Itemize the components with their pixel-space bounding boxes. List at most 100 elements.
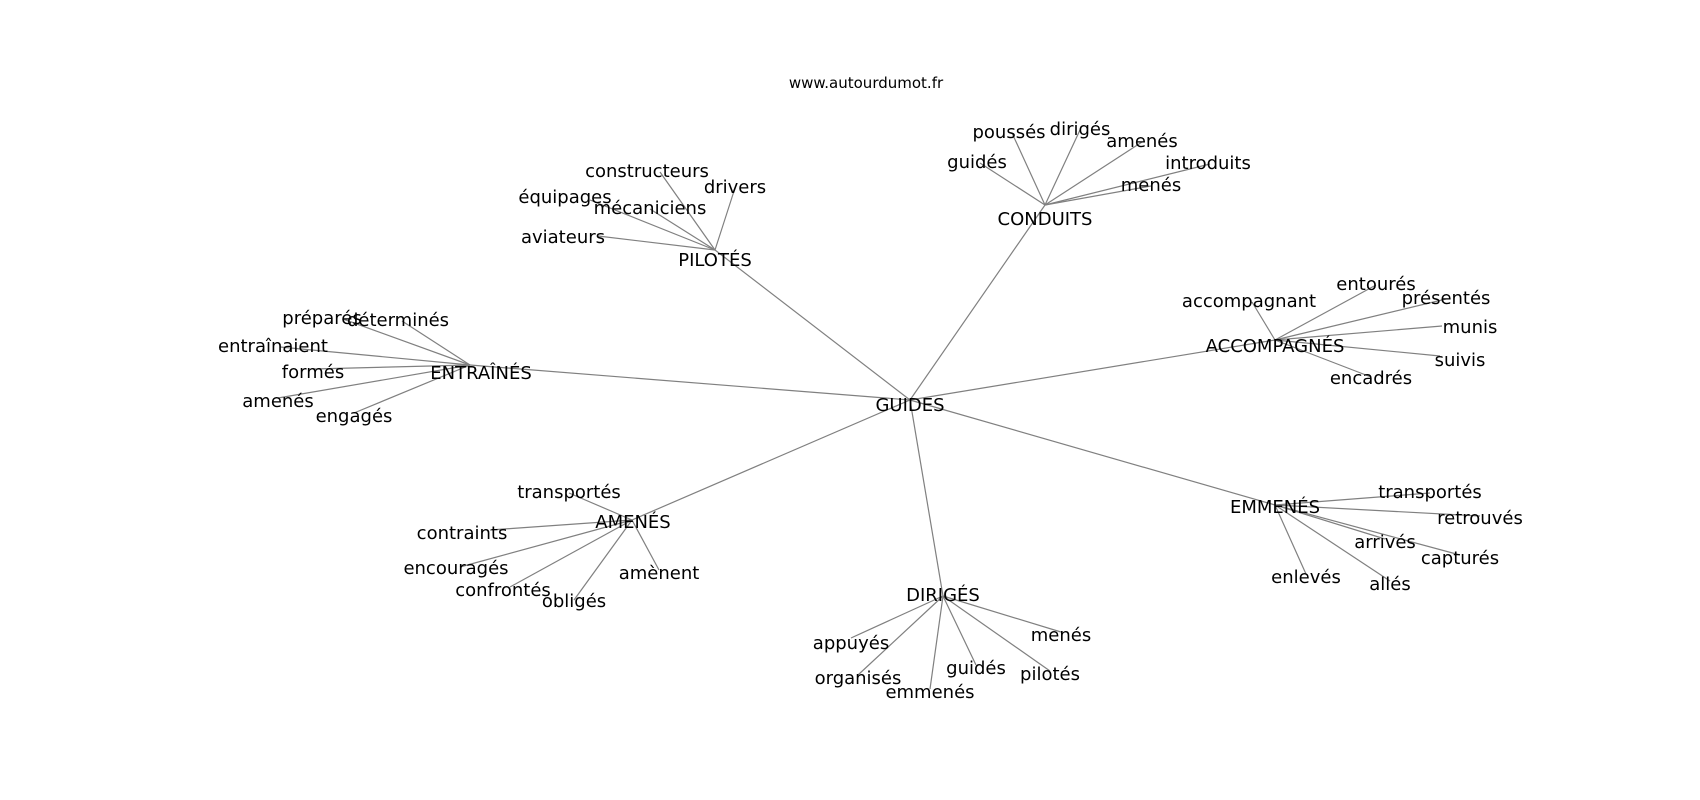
edge-root-entraines [469,364,911,401]
leaf-node-entraines-formes: formés [282,362,344,383]
edge-entraines-entrainaient [279,346,471,366]
edge-root-accompagnes [909,339,1276,401]
edge-pilotes-equipages [589,199,716,251]
edge-entraines-amenes [277,364,471,399]
edge-amenes-amenent [631,519,660,571]
edge-root-diriges [909,399,944,597]
edge-conduits-pousses [1011,132,1046,206]
leaf-node-amenes-transportes: transportés [517,482,621,503]
leaf-node-emmenes-alles: allés [1369,574,1410,595]
edge-entraines-formes [312,364,471,370]
edge-amenes-transportes [568,492,633,521]
edge-accompagnes-munis [1274,325,1443,341]
leaf-node-pilotes-equipages: équipages [518,187,611,208]
leaf-node-entraines-determines: déterminés [347,310,449,331]
edge-accompagnes-encadres [1274,339,1372,378]
leaf-node-pilotes-drivers: drivers [704,177,766,198]
edge-root-pilotes [714,249,911,401]
leaf-node-accompagnes-entoures: entourés [1336,274,1415,295]
leaf-node-diriges-guides: guidés [946,658,1006,679]
edge-diriges-organises [857,595,944,676]
edge-conduits-introduits [1044,163,1211,206]
leaf-node-entraines-engages: engagés [316,406,393,427]
leaf-node-diriges-emmenes: emmenés [885,682,974,703]
hub-node-conduits: CONDUITS [998,209,1093,230]
leaf-node-conduits-amenes: amenés [1106,131,1178,152]
edge-conduits-menes [1044,185,1152,206]
leaf-node-amenes-contraints: contraints [417,523,508,544]
leaf-node-pilotes-aviateurs: aviateurs [521,227,605,248]
edge-emmenes-captures [1274,504,1461,556]
edge-emmenes-alles [1274,504,1391,582]
root-node-guides: GUIDES [875,395,944,416]
edge-pilotes-drivers [714,187,736,251]
edge-amenes-contraints [489,519,633,531]
hub-node-entraines: ENTRAÎNÉS [430,362,532,384]
edge-root-emmenes [909,399,1276,506]
leaf-node-accompagnes-suivis: suivis [1435,350,1486,371]
edge-emmenes-retrouves [1274,504,1481,517]
leaf-node-diriges-appuyes: appuyés [813,633,889,654]
edge-conduits-amenes [1044,141,1143,206]
edge-amenes-obliges [573,519,633,601]
leaf-node-pilotes-constructeurs: constructeurs [585,161,709,182]
leaf-node-accompagnes-accompagnant: accompagnant [1182,291,1316,312]
leaf-node-emmenes-captures: capturés [1421,548,1499,569]
edge-pilotes-mecaniciens [649,208,716,251]
edge-accompagnes-entoures [1274,284,1377,341]
hub-node-amenes: AMENÉS [595,511,670,533]
hub-node-diriges: DIRIGÉS [906,584,980,606]
edge-root-conduits [909,204,1046,401]
edge-diriges-emmenes [929,595,944,690]
hub-node-accompagnes: ACCOMPAGNÉS [1206,335,1345,357]
leaf-node-accompagnes-presentes: présentés [1402,288,1491,309]
edge-entraines-determines [401,320,471,366]
edge-diriges-pilotes [942,595,1051,672]
leaf-node-conduits-menes: menés [1121,175,1181,196]
leaf-node-accompagnes-encadres: encadrés [1330,368,1412,389]
edge-conduits-guides [979,162,1046,206]
edge-accompagnes-accompagnant [1251,301,1276,341]
leaf-node-amenes-obliges: obligés [542,591,606,612]
edge-entraines-engages [353,364,471,414]
hub-node-emmenes: EMMENÉS [1230,496,1320,518]
edge-emmenes-arrives [1274,504,1386,540]
edge-diriges-appuyes [850,595,944,639]
leaf-node-conduits-guides: guidés [947,152,1007,173]
edge-accompagnes-presentes [1274,298,1447,341]
edge-entraines-prepares [342,318,471,366]
edge-diriges-guides [942,595,977,666]
edge-accompagnes-suivis [1274,339,1441,357]
leaf-node-pilotes-mecaniciens: mécaniciens [594,198,707,219]
leaf-node-entraines-amenes: amenés [242,391,314,412]
edge-diriges-menes [942,595,1062,633]
hub-node-pilotes: PILOTÉS [678,249,752,271]
leaf-node-emmenes-arrives: arrivés [1354,532,1416,553]
leaf-node-diriges-menes: menés [1031,625,1091,646]
edge-amenes-confrontes [509,519,633,588]
edge-conduits-diriges [1044,129,1081,206]
leaf-node-emmenes-transportes: transportés [1378,482,1482,503]
edge-root-amenes [631,399,911,521]
leaf-node-diriges-pilotes: pilotés [1020,664,1080,685]
site-url: www.autourdumot.fr [789,74,944,92]
leaf-node-accompagnes-munis: munis [1443,317,1498,338]
leaf-node-emmenes-enleves: enlevés [1271,567,1341,588]
edge-pilotes-aviateurs [597,235,716,251]
leaf-node-conduits-diriges: dirigés [1050,119,1111,140]
leaf-node-conduits-introduits: introduits [1165,153,1251,174]
leaf-node-emmenes-retrouves: retrouvés [1437,508,1523,529]
edge-emmenes-enleves [1274,504,1307,575]
graph-edges [277,129,1481,690]
edge-amenes-encourages [459,519,633,568]
leaf-node-entraines-entrainaient: entraînaient [218,336,328,357]
leaf-node-entraines-prepares: préparés [282,308,361,329]
leaf-node-diriges-organises: organisés [815,668,902,689]
edge-pilotes-constructeurs [659,171,716,251]
leaf-node-amenes-encourages: encouragés [403,558,508,579]
leaf-node-conduits-pousses: poussés [972,122,1045,143]
edge-emmenes-transportes [1274,492,1431,506]
leaf-node-amenes-amenent: amènent [619,563,700,584]
